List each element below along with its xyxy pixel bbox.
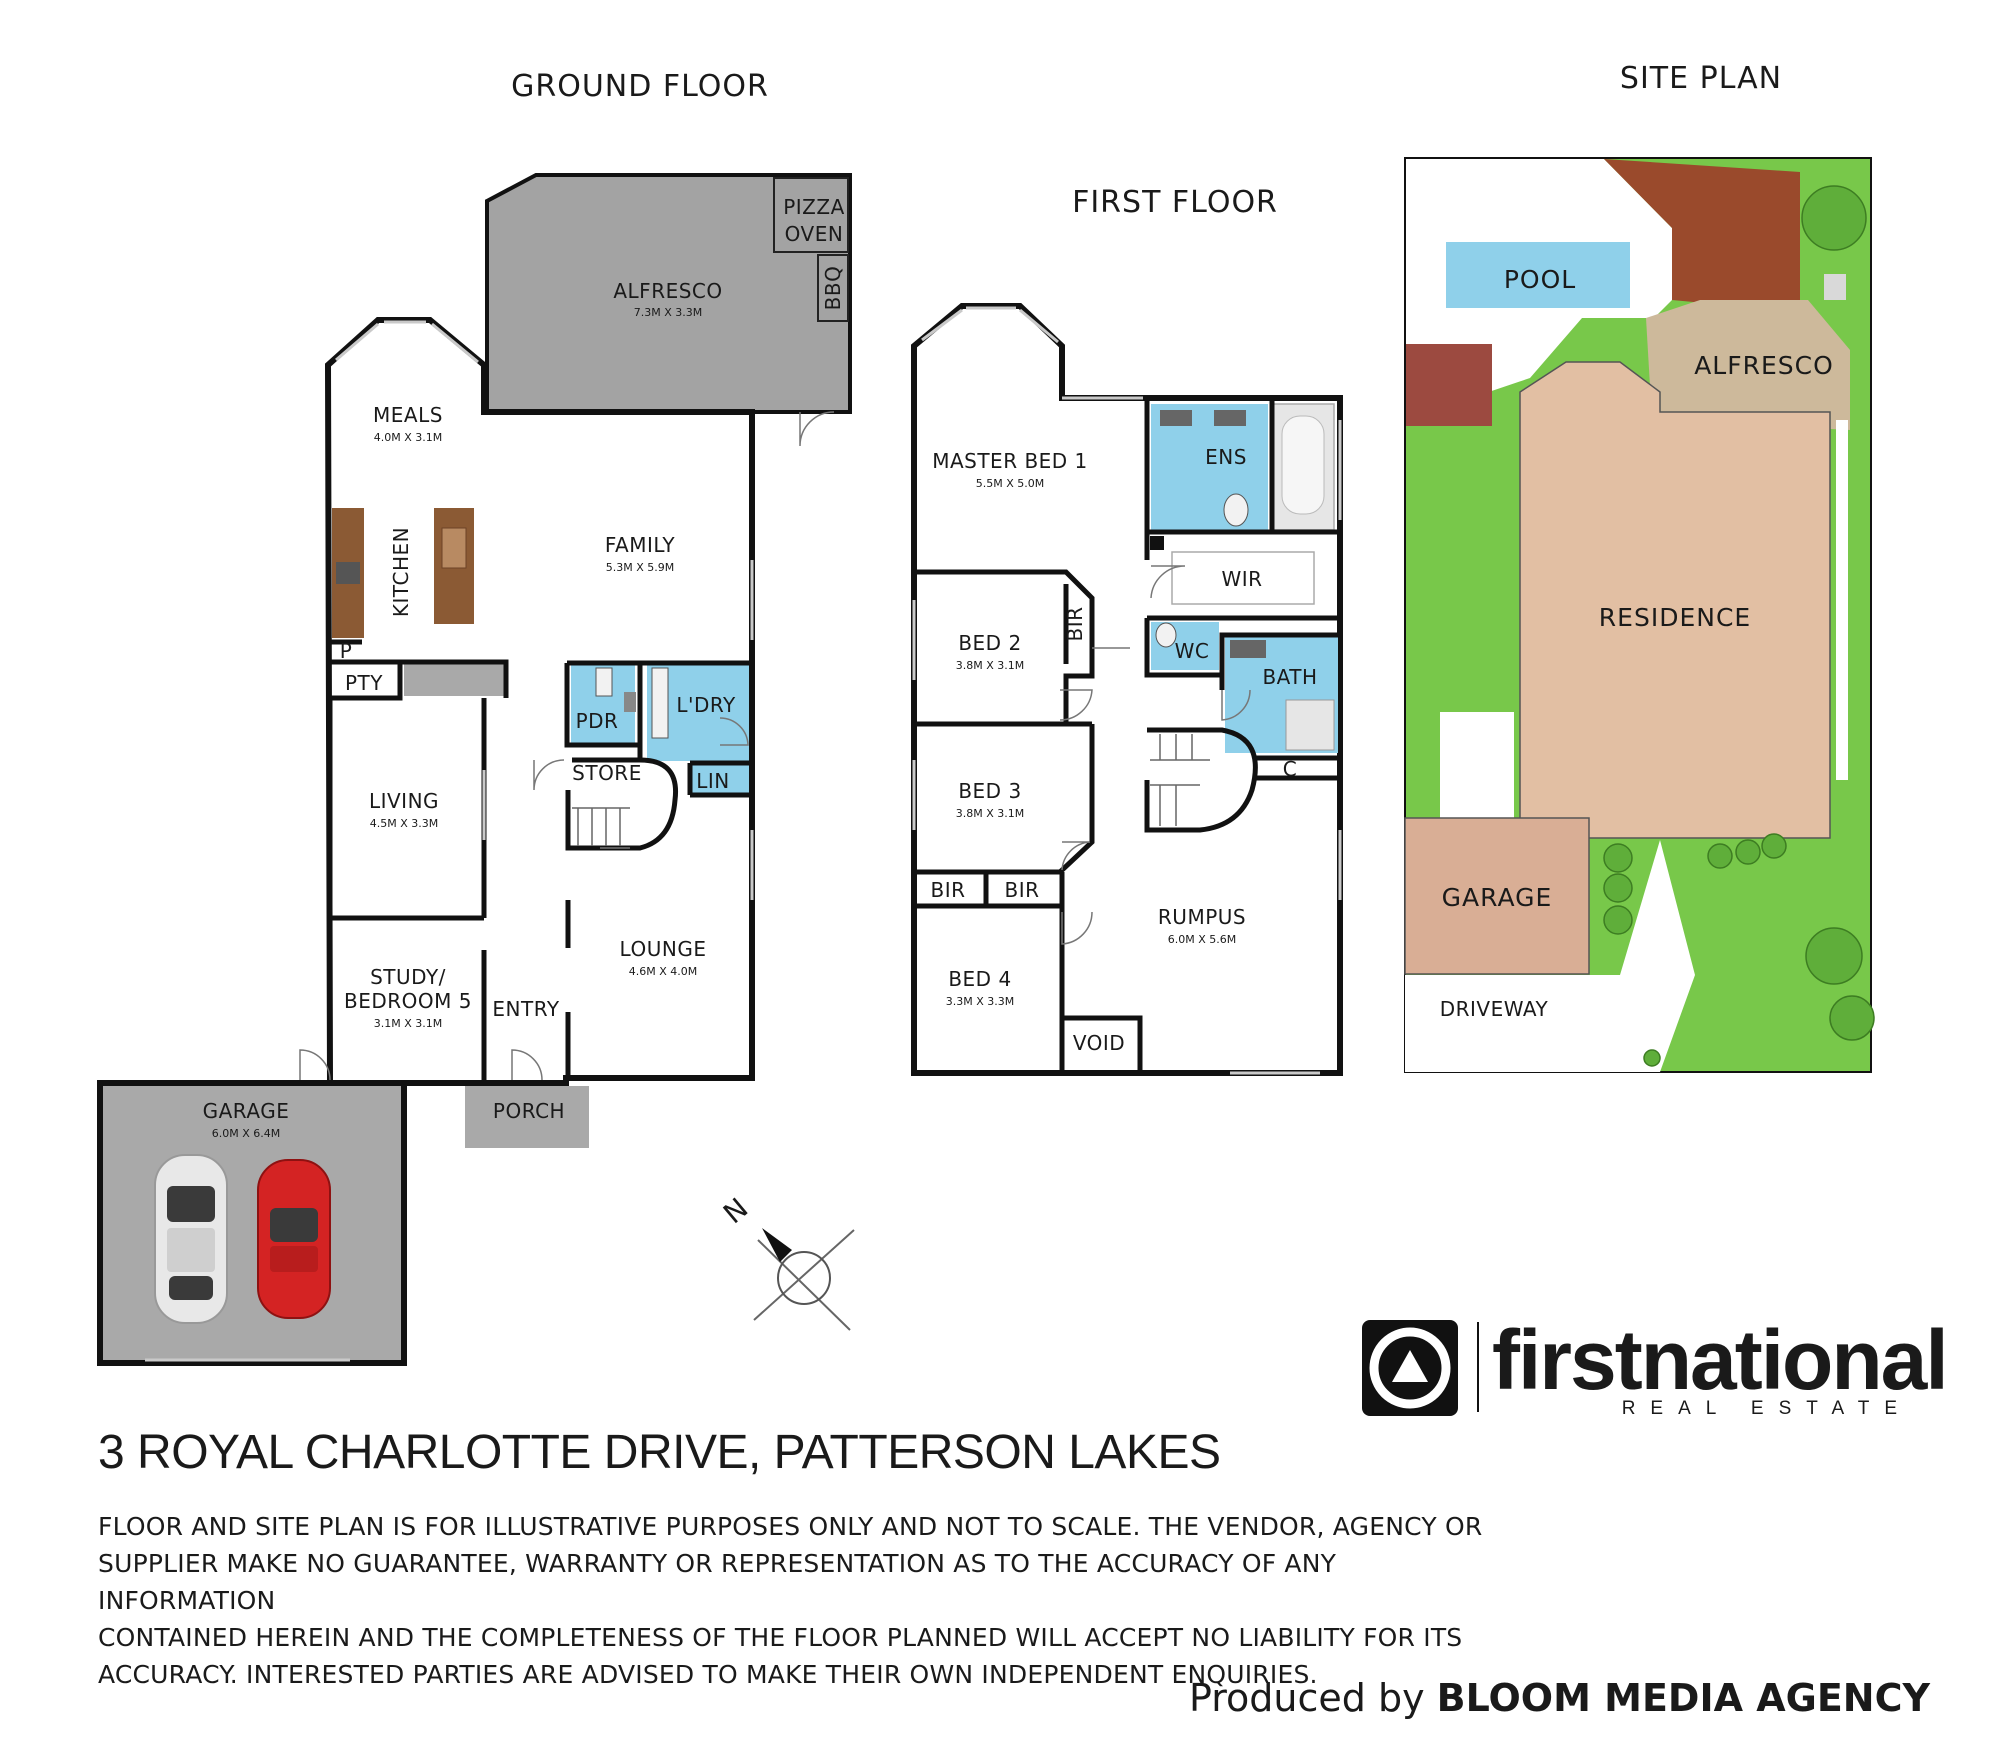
rumpus-dim: 6.0M X 5.6M	[1168, 933, 1237, 946]
study-label-1: STUDY/	[370, 965, 446, 989]
pdr-label: PDR	[576, 709, 619, 733]
bbq-box	[817, 254, 849, 322]
kitchen-label: KITCHEN	[389, 527, 413, 617]
pizza-oven-label-2: OVEN	[785, 222, 844, 246]
laundry-label: L'DRY	[676, 693, 736, 717]
site-pool-label: POOL	[1504, 265, 1576, 294]
meals-dim: 4.0M X 3.1M	[374, 431, 443, 444]
void-label: VOID	[1073, 1031, 1125, 1055]
red-car	[257, 1159, 331, 1319]
cooktop	[336, 562, 360, 584]
store-label: STORE	[572, 761, 642, 785]
bath-label: BATH	[1262, 665, 1317, 689]
north-compass-icon: N	[717, 1191, 855, 1331]
porch-area	[465, 1086, 589, 1148]
garage-label: GARAGE	[203, 1099, 290, 1123]
disclaimer-text: FLOOR AND SITE PLAN IS FOR ILLUSTRATIVE …	[98, 1508, 1518, 1693]
lounge-label: LOUNGE	[620, 937, 707, 961]
pty-bench	[404, 664, 504, 696]
site-residence	[1519, 361, 1831, 839]
study-label-2: BEDROOM 5	[344, 989, 472, 1013]
family-dim: 5.3M X 5.9M	[606, 561, 675, 574]
master-bed-label: MASTER BED 1	[932, 449, 1088, 473]
garage-area	[97, 1080, 407, 1366]
site-alfresco	[1646, 300, 1850, 430]
ground-floor-title: GROUND FLOOR	[511, 69, 769, 104]
bed3-dim: 3.8M X 3.1M	[956, 807, 1025, 820]
producer-credit: Produced by BLOOM MEDIA AGENCY	[1189, 1676, 1930, 1720]
meals-label: MEALS	[373, 403, 443, 427]
bed2-dim: 3.8M X 3.1M	[956, 659, 1025, 672]
site-trees	[1603, 185, 1875, 1067]
lin-label: LIN	[696, 769, 730, 793]
living-label: LIVING	[369, 789, 439, 813]
porch-label: PORCH	[493, 1099, 565, 1123]
p-label: P	[340, 639, 353, 663]
site-residence-label: RESIDENCE	[1599, 603, 1751, 632]
lin-room	[690, 763, 749, 793]
disclaimer-line: FLOOR AND SITE PLAN IS FOR ILLUSTRATIVE …	[98, 1512, 1483, 1541]
rumpus-label: RUMPUS	[1158, 905, 1246, 929]
site-pool	[1446, 242, 1630, 308]
site-plan-title: SITE PLAN	[1620, 61, 1782, 96]
bir-b-label: BIR	[1004, 878, 1039, 902]
site-driveway-label: DRIVEWAY	[1440, 997, 1549, 1021]
kitchen-sink	[441, 527, 467, 569]
site-garage	[1404, 817, 1590, 975]
site-plan: POOL ALFRESCO RESIDENCE GARAGE DRIVEWAY	[1404, 157, 1875, 1073]
ground-floor-plan: PIZZA OVEN BBQ ALFRESCO 7.3M X 3.3M MEAL…	[97, 173, 852, 1366]
entry-label: ENTRY	[492, 997, 559, 1021]
alfresco-dim: 7.3M X 3.3M	[634, 306, 703, 319]
disclaimer-line: CONTAINED HEREIN AND THE COMPLETENESS OF…	[98, 1623, 1463, 1652]
producer-name: BLOOM MEDIA AGENCY	[1436, 1676, 1930, 1720]
bbq-label: BBQ	[821, 266, 845, 311]
lounge-dim: 4.6M X 4.0M	[629, 965, 698, 978]
brand-block: firstnational REAL ESTATE	[1362, 1313, 1949, 1419]
first-stair	[1150, 734, 1210, 826]
family-label: FAMILY	[605, 533, 675, 557]
wir-label: WIR	[1221, 567, 1262, 591]
cupboard-label: C	[1283, 757, 1297, 781]
first-national-logo-icon	[1362, 1320, 1479, 1416]
first-floor-plan: MASTER BED 1 5.5M X 5.0M ENS WIR WC BATH…	[911, 303, 1343, 1076]
ground-stair	[572, 807, 630, 846]
garage-dim: 6.0M X 6.4M	[212, 1127, 281, 1140]
brand-subtitle: REAL ESTATE	[1621, 1398, 1912, 1419]
master-bed-dim: 5.5M X 5.0M	[976, 477, 1045, 490]
living-dim: 4.5M X 3.3M	[370, 817, 439, 830]
disclaimer-line: ACCURACY. INTERESTED PARTIES ARE ADVISED…	[98, 1660, 1318, 1689]
brand-wordmark: firstnational	[1492, 1313, 1949, 1407]
site-garage-label: GARAGE	[1442, 883, 1553, 912]
bed4-label: BED 4	[948, 967, 1011, 991]
disclaimer-line: SUPPLIER MAKE NO GUARANTEE, WARRANTY OR …	[98, 1549, 1337, 1615]
wc-label: WC	[1175, 639, 1210, 663]
bir-side-label: BIR	[1063, 606, 1087, 641]
bir-a-label: BIR	[930, 878, 965, 902]
ensuite-label: ENS	[1205, 445, 1247, 469]
alfresco-label: ALFRESCO	[613, 279, 722, 303]
pizza-oven-box	[773, 177, 849, 253]
compass-n-label: N	[717, 1191, 755, 1230]
bed4-dim: 3.3M X 3.3M	[946, 995, 1015, 1008]
site-driveway	[1405, 840, 1695, 1072]
ground-floor-outline	[324, 317, 755, 1086]
producer-prefix: Produced by	[1188, 1676, 1425, 1720]
first-floor-title: FIRST FLOOR	[1072, 185, 1278, 220]
pty-label: PTY	[345, 671, 383, 695]
study-dim: 3.1M X 3.1M	[374, 1017, 443, 1030]
white-car	[154, 1154, 228, 1324]
pizza-oven-label-1: PIZZA	[783, 195, 845, 219]
bed2-label: BED 2	[958, 631, 1021, 655]
site-alfresco-label: ALFRESCO	[1694, 351, 1834, 380]
property-address: 3 ROYAL CHARLOTTE DRIVE, PATTERSON LAKES	[98, 1426, 1221, 1479]
bed3-label: BED 3	[958, 779, 1021, 803]
